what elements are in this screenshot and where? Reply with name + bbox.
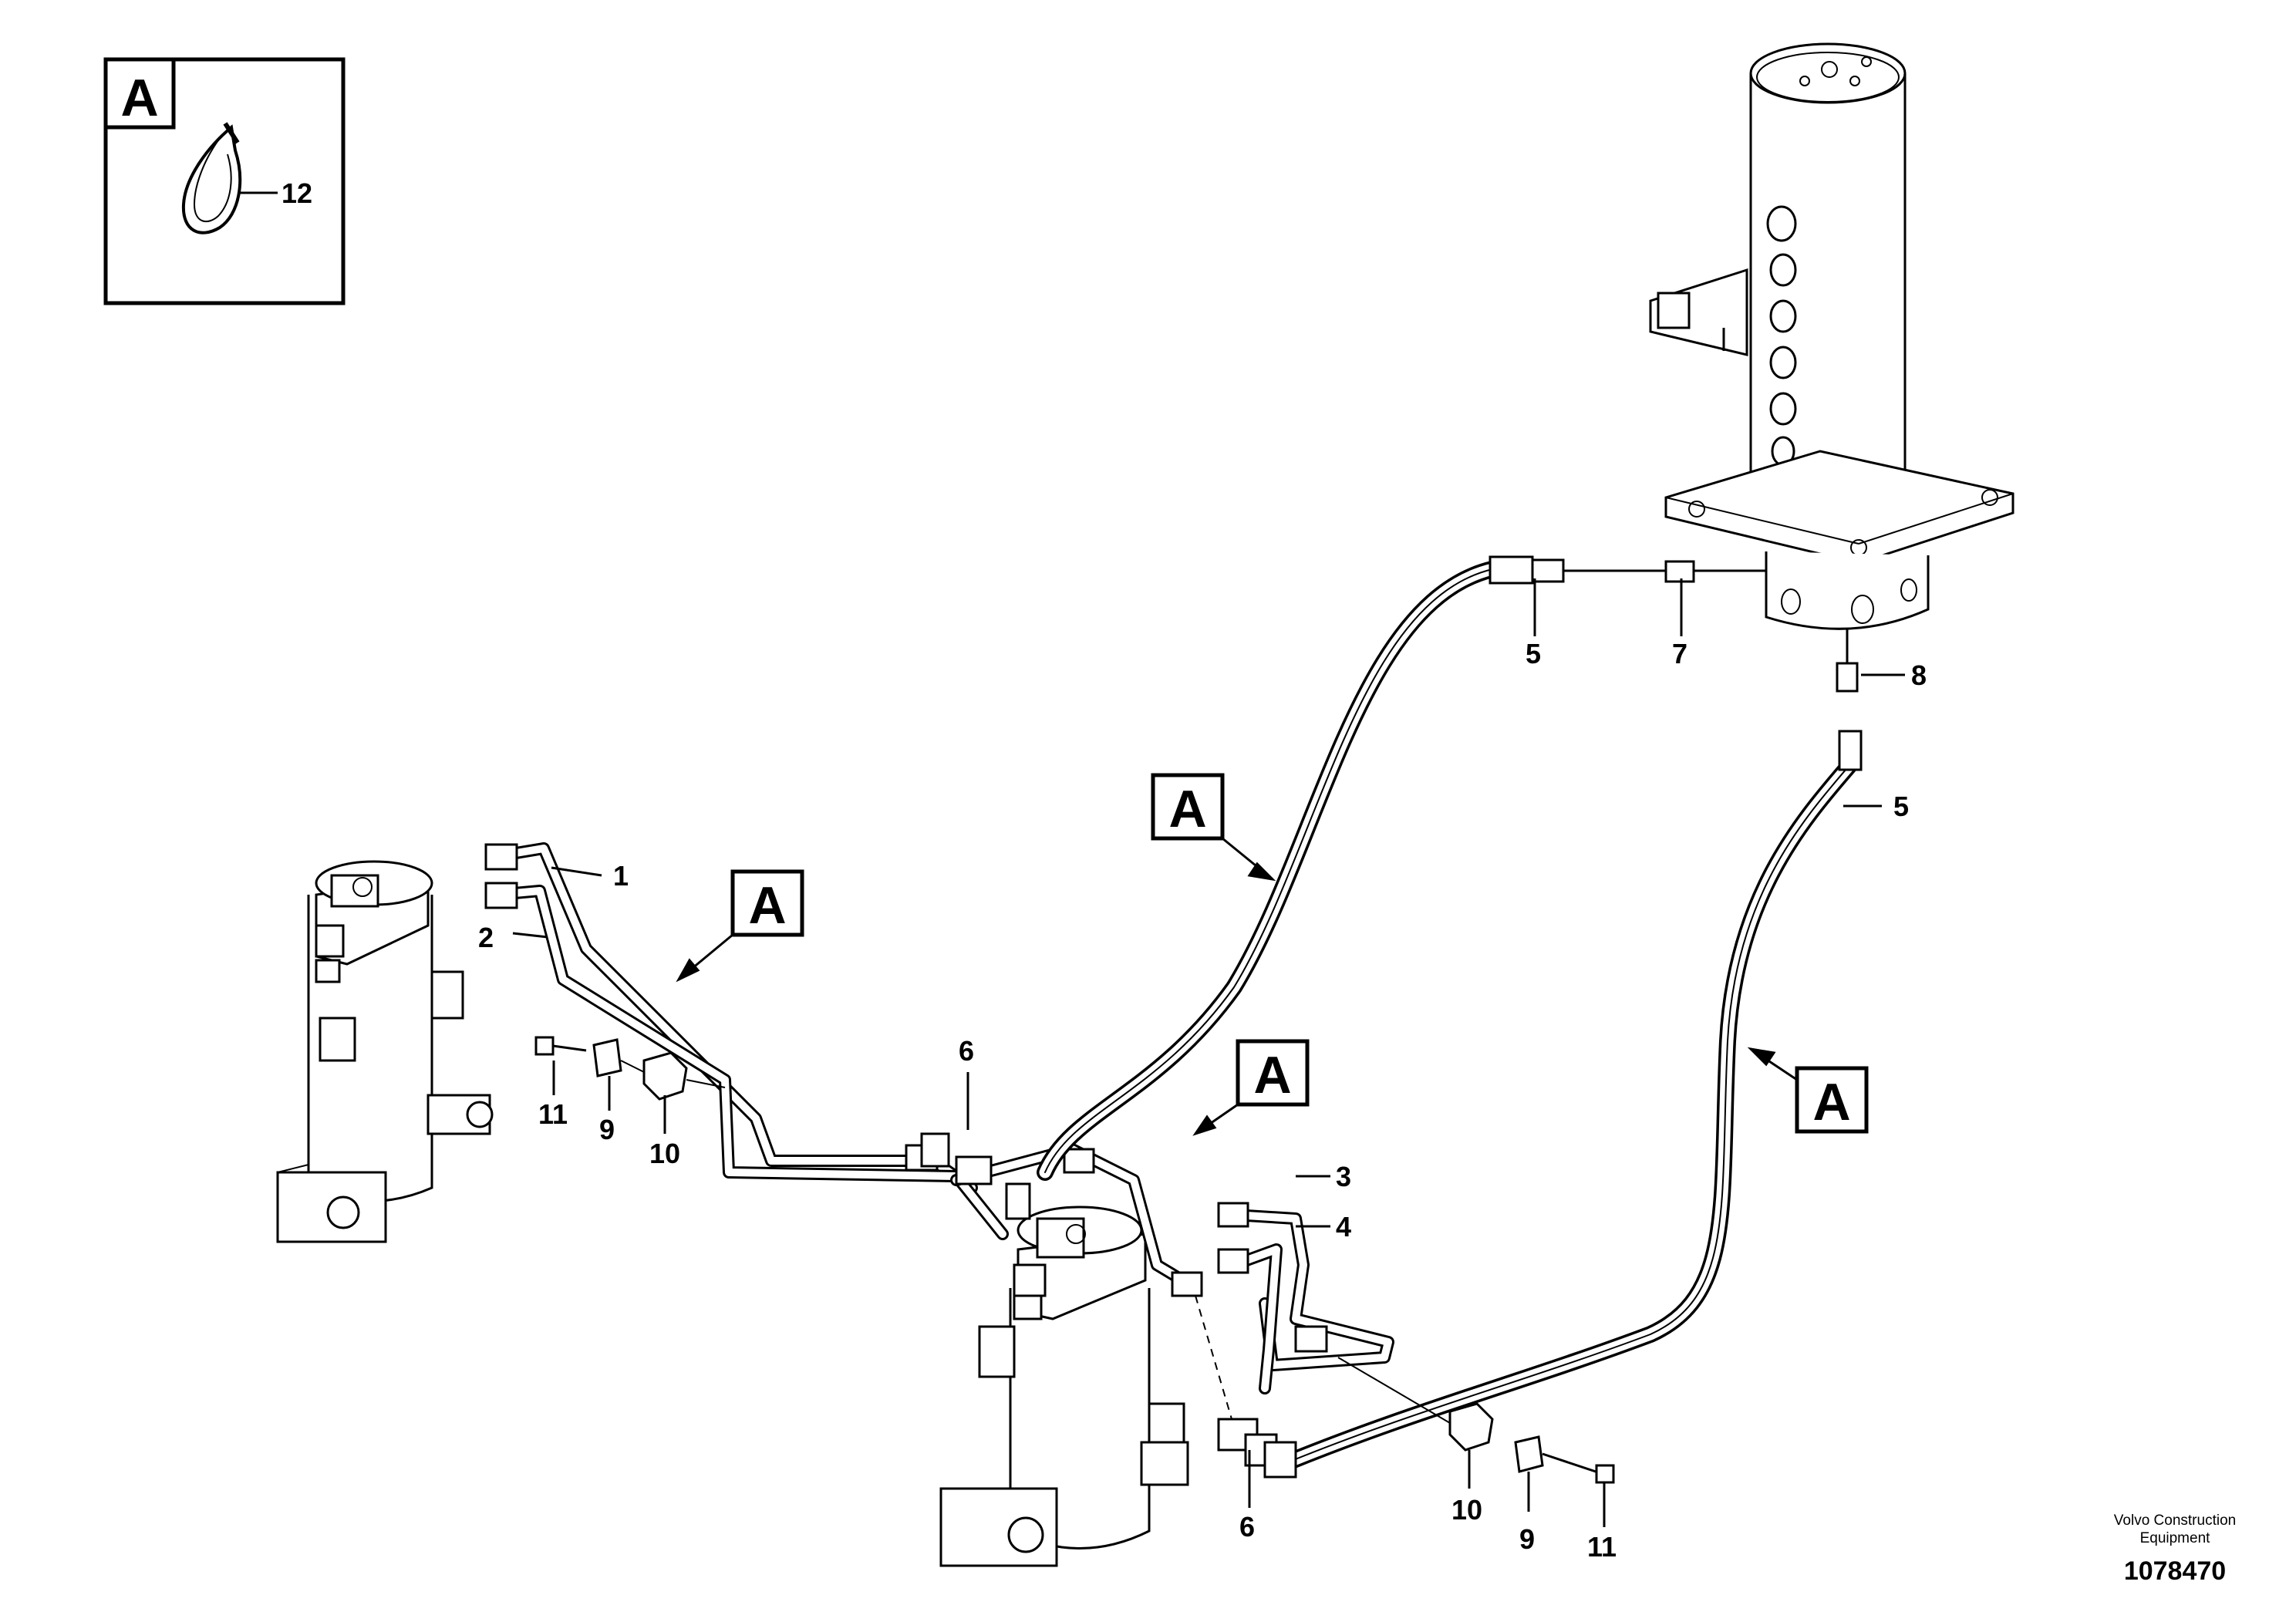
credit-line-1: Volvo Construction — [2114, 1512, 2236, 1529]
view-mark-label: A — [1812, 1073, 1850, 1131]
callout-4: 4 — [1336, 1211, 1351, 1243]
swivel-joint — [1649, 42, 2014, 630]
callout-11-right: 11 — [1587, 1531, 1617, 1563]
callout-9-right: 9 — [1519, 1523, 1535, 1555]
callout-9-left: 9 — [599, 1114, 615, 1145]
view-mark-a-1: A — [676, 869, 804, 983]
callout-10-left: 10 — [649, 1138, 680, 1169]
callout-7: 7 — [1672, 638, 1687, 669]
view-mark-label: A — [748, 876, 786, 935]
callout-numbers: 1 2 3 4 5 5 6 6 7 8 9 9 10 10 11 11 — [478, 638, 1927, 1563]
hoses — [920, 555, 1863, 1479]
clamp-assembly-right — [1337, 1357, 1615, 1484]
view-mark-label: A — [1253, 1046, 1291, 1104]
view-mark-label: A — [1168, 780, 1206, 838]
callout-8: 8 — [1911, 659, 1927, 691]
callout-6-upper: 6 — [959, 1035, 974, 1067]
callout-5-right: 5 — [1893, 791, 1909, 822]
drawing-number: 1078470 — [2124, 1556, 2226, 1586]
credit-block: Volvo Construction Equipment 1078470 — [2114, 1512, 2236, 1586]
inset-label: A — [120, 69, 158, 127]
view-mark-a-4: A — [1747, 1047, 1869, 1134]
callout-5-upper: 5 — [1526, 638, 1541, 669]
callout-6-lower: 6 — [1239, 1511, 1255, 1543]
inset-detail-a: A 12 — [103, 57, 346, 305]
view-mark-a-3: A — [1192, 1039, 1310, 1136]
callout-1: 1 — [613, 860, 629, 892]
callout-10-right: 10 — [1451, 1494, 1482, 1526]
callout-11-left: 11 — [538, 1098, 568, 1130]
leader-lines — [512, 578, 1905, 1527]
left-steering-cylinder — [276, 860, 494, 1243]
credit-line-2: Equipment — [2140, 1530, 2211, 1546]
steel-tubes — [484, 842, 1394, 1467]
callout-2: 2 — [478, 922, 494, 953]
callout-3: 3 — [1336, 1161, 1351, 1192]
center-steering-cylinder — [939, 1206, 1189, 1567]
cable-tie-icon — [181, 122, 242, 234]
clamp-assembly-left — [534, 1036, 726, 1101]
callout-12: 12 — [282, 177, 312, 209]
view-mark-a-2: A — [1151, 773, 1276, 882]
